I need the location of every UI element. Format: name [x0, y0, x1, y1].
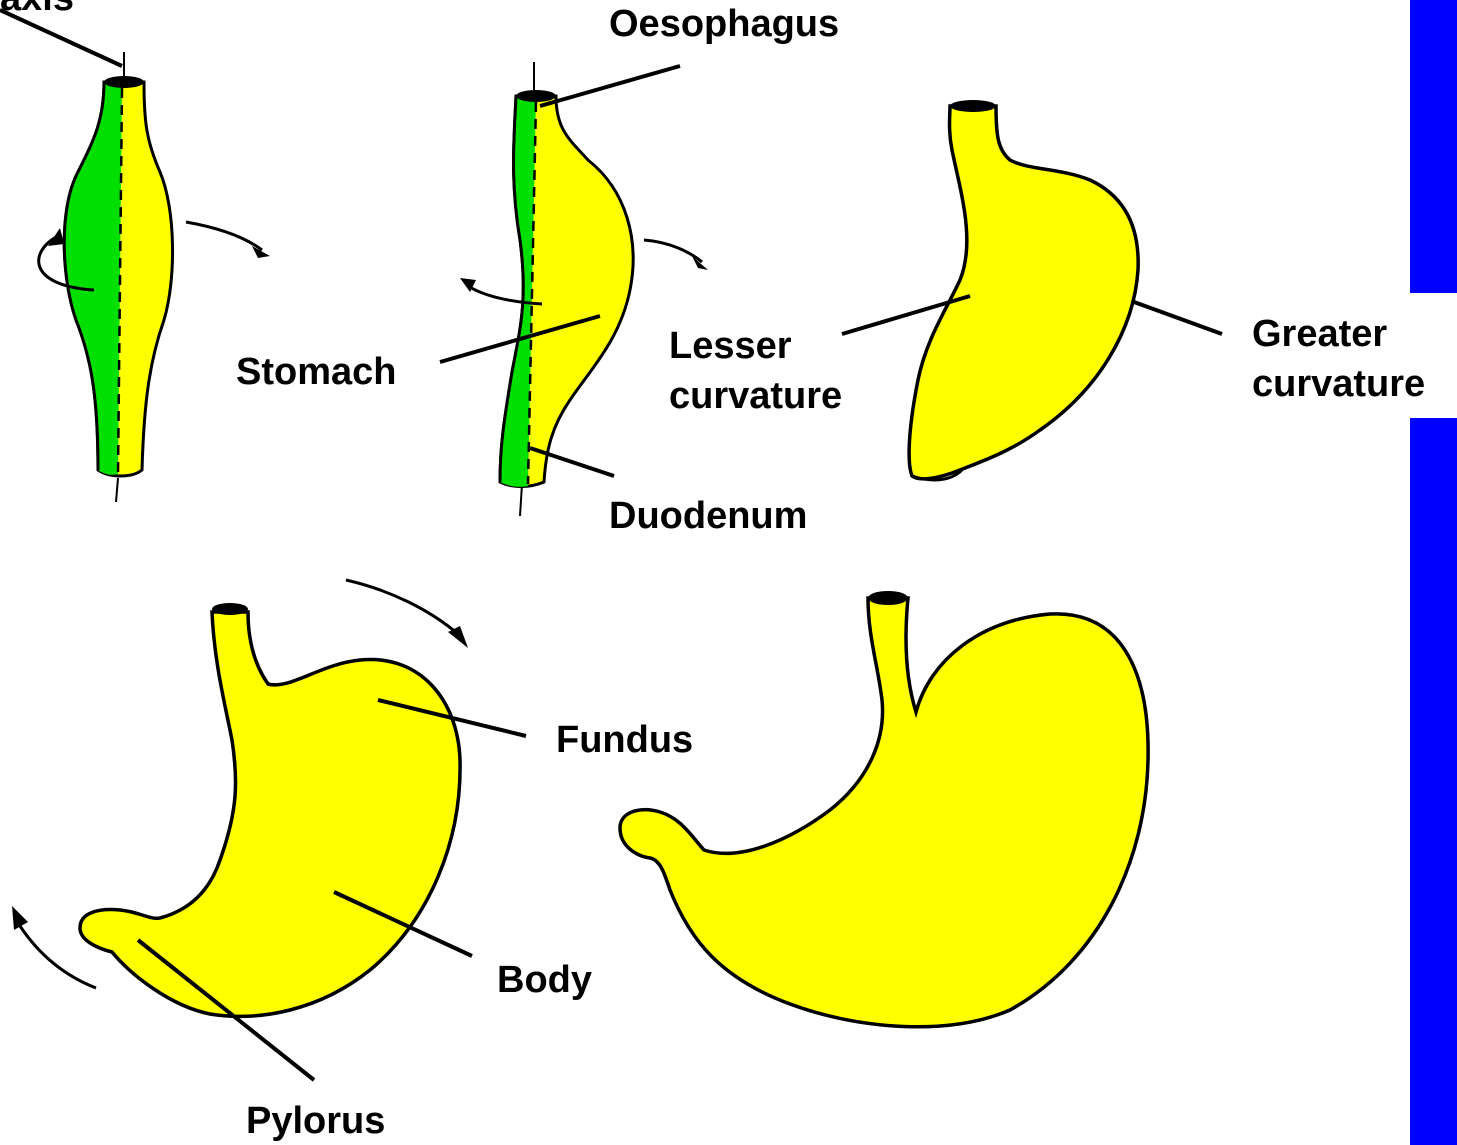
stage-3-stomach	[909, 100, 1138, 480]
greater-curvature-pointer	[1134, 302, 1222, 334]
stage-2-tube	[460, 62, 708, 516]
lesser-curvature-label-line2: curvature	[669, 375, 842, 417]
stage-1-tube-opening	[104, 76, 144, 88]
stage-4-rotation-arrow-top	[346, 580, 458, 634]
stage-4-oesophagus-opening	[212, 603, 248, 615]
stage-4-arrowhead-left	[12, 906, 28, 930]
oesophagus-label: Oesophagus	[609, 3, 839, 45]
axis-line-bottom	[116, 478, 118, 502]
oesophagus-pointer	[540, 66, 680, 106]
stage-3-oesophagus-opening	[950, 100, 996, 112]
greater-curvature-label-line2: curvature	[1252, 363, 1425, 405]
fundus-label: Fundus	[556, 719, 693, 761]
stage-3-stomach-shape	[909, 106, 1138, 479]
axis-label: axis	[0, 0, 74, 19]
stage-1-rotation-arrow-right	[186, 222, 262, 250]
stage-2-axis-bottom	[520, 484, 522, 516]
stage-2-tube-opening	[516, 90, 556, 102]
greater-curvature-label-line1: Greater	[1252, 313, 1387, 355]
body-label: Body	[497, 959, 592, 1001]
stage-5-oesophagus-opening	[868, 591, 908, 605]
pylorus-label: Pylorus	[246, 1100, 385, 1142]
stomach-label: Stomach	[236, 351, 396, 393]
duodenum-label: Duodenum	[609, 495, 807, 537]
stage-1-tube	[0, 10, 270, 502]
stage-5-stomach-shape	[620, 598, 1148, 1027]
stage-2-rotation-arrow-right	[644, 240, 702, 262]
stage-5-stomach	[620, 591, 1148, 1027]
stage-4-stomach	[12, 580, 468, 1016]
stage-1-arrowhead-left	[48, 228, 64, 246]
stage-4-stomach-shape	[80, 612, 460, 1016]
lesser-curvature-label-line1: Lesser	[669, 325, 792, 367]
